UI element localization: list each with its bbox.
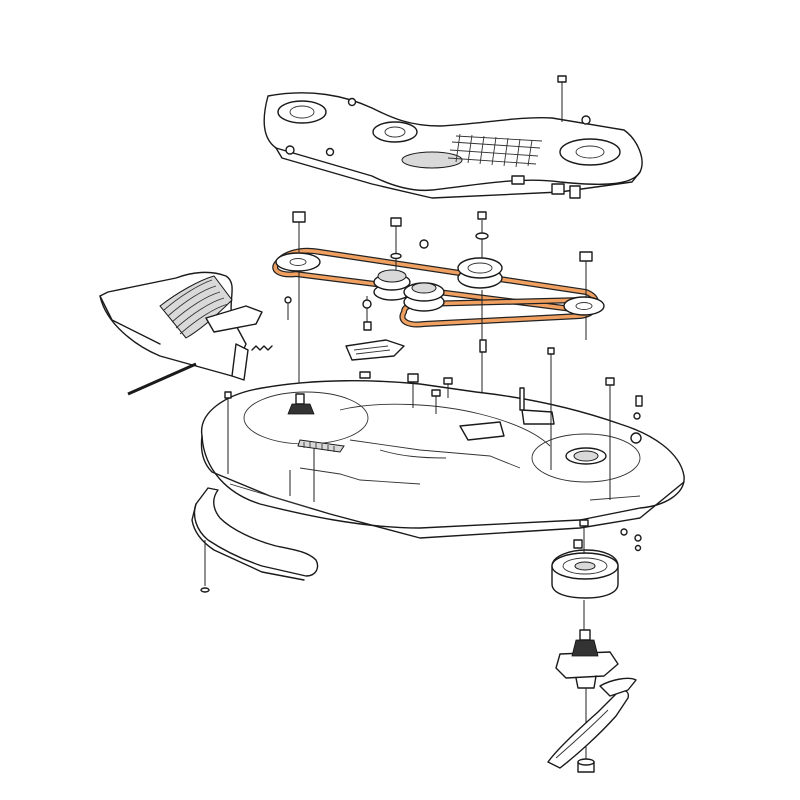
side-hardware [573,528,642,552]
idler-pulleys [275,252,605,316]
cover-bolt [557,75,567,122]
idler-bracket [345,339,405,361]
discharge-chute [99,271,263,381]
chute-rod [127,362,197,396]
front-bumper [191,487,319,593]
pulley-hardware [292,211,593,420]
deck-hardware [224,347,643,502]
deck-cover [263,92,643,199]
vent-grille [447,133,543,168]
chute-spring [251,345,273,351]
blade-bolt [577,758,595,773]
mower-deck [200,380,685,539]
spindle-pulley [551,519,619,640]
mower-blade [547,677,637,769]
blade-spindle [555,629,619,760]
